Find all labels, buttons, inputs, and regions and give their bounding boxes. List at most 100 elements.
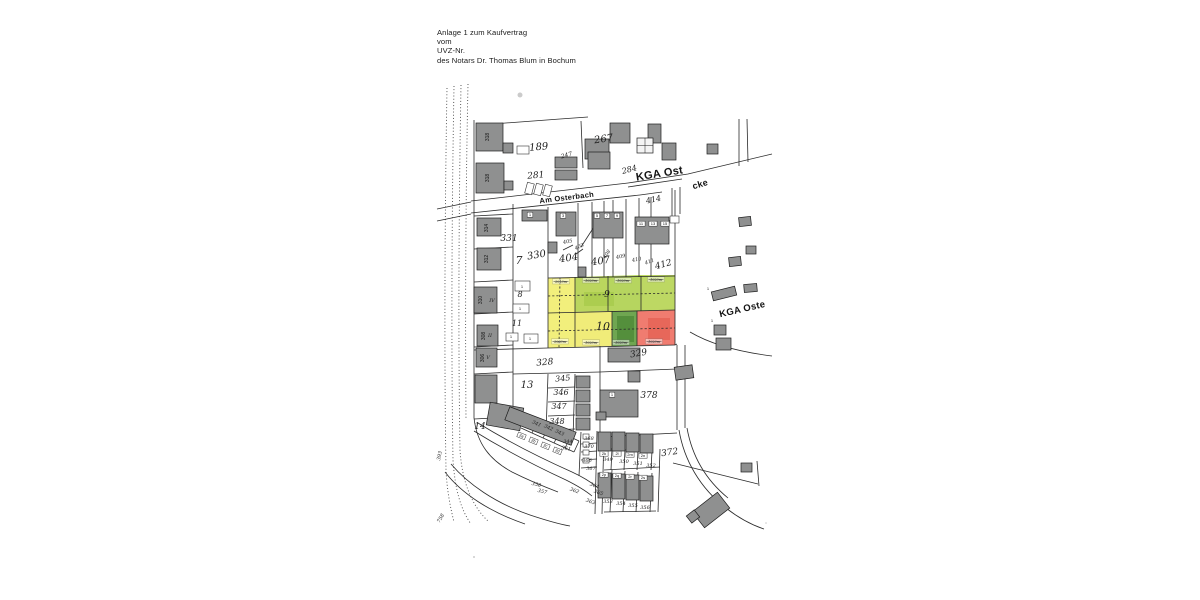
parcel-boundary	[547, 309, 676, 314]
building	[728, 256, 742, 267]
building	[475, 347, 498, 368]
parcel-label: 1	[519, 306, 522, 311]
building	[706, 143, 719, 155]
parcel-label: 407	[589, 255, 611, 269]
parcel-boundary	[572, 373, 576, 439]
outbuilding	[514, 280, 531, 292]
parcel-label: 409	[615, 253, 627, 261]
parcel-boundary	[623, 448, 626, 471]
house-number-label: 15	[663, 221, 668, 226]
parcel-label: 410	[631, 256, 643, 264]
parcel-label: 341	[531, 419, 542, 428]
area-label-box	[645, 338, 663, 345]
building	[575, 403, 591, 417]
parcel-label: 414	[644, 194, 662, 206]
header-line-4: des Notars Dr. Thomas Blum in Bochum	[437, 55, 576, 65]
outbuilding	[533, 182, 544, 197]
building	[473, 286, 498, 314]
boundary-path	[627, 178, 683, 188]
building	[710, 285, 738, 302]
parcel-boundary	[657, 448, 661, 513]
parcel-boundary	[547, 414, 576, 417]
parcel-boundary	[580, 120, 584, 169]
parcel-boundary	[470, 194, 641, 214]
scan-smudge	[473, 556, 475, 558]
house-number-box	[636, 220, 646, 227]
area-label-box	[582, 277, 600, 284]
house-number-box	[625, 451, 635, 458]
parcel-label: 405	[562, 238, 573, 246]
outbuilding	[582, 457, 590, 464]
area-label-box	[612, 339, 630, 346]
parcel-label: 393	[436, 450, 444, 461]
outbuilding	[582, 441, 590, 448]
building	[607, 347, 641, 363]
building	[609, 122, 631, 144]
parcel-label: 356	[640, 505, 650, 511]
area-label-box	[582, 339, 600, 346]
parcel-label: 314	[484, 224, 490, 233]
road-edge-dotted	[451, 85, 472, 525]
parcel-boundary	[674, 343, 678, 346]
house-number-label: 2d	[555, 447, 561, 453]
house-number-box	[540, 441, 551, 450]
parcel-label: 8	[517, 290, 522, 299]
parcel-label: 363	[585, 498, 596, 507]
area-label-struck: 1920m	[585, 279, 597, 283]
house-number-label: 1	[611, 392, 614, 397]
parcel-label: 1	[711, 318, 714, 323]
parcel-boundary	[575, 248, 584, 255]
area-label-struck: 1920m	[585, 341, 597, 345]
building	[475, 162, 505, 194]
building	[639, 433, 654, 454]
building	[575, 417, 591, 431]
parcel-label: 318	[485, 174, 491, 183]
parcel-boundary	[746, 118, 749, 163]
building	[476, 217, 502, 237]
house-number-label: 2c	[543, 442, 549, 448]
scan-smudge	[765, 522, 767, 524]
parcel-boundary	[547, 400, 576, 403]
building	[474, 374, 498, 404]
parcel-label: 345	[555, 373, 571, 383]
parcel-boundary	[639, 191, 663, 196]
parcel-label: 346	[553, 388, 568, 397]
highlight-cell	[641, 275, 675, 311]
header-line-1: Anlage 1 zum Kaufvertrag	[437, 28, 528, 37]
house-number-box	[612, 450, 622, 457]
parcel-boundary	[473, 279, 514, 283]
area-label-struck: 1920m	[650, 278, 662, 282]
building	[504, 406, 577, 446]
parcel-label: 344	[563, 439, 573, 445]
parcel-label: 7	[516, 254, 523, 267]
parcel-label: 1	[510, 334, 513, 339]
highlight-cell	[575, 311, 612, 347]
building	[740, 462, 753, 473]
header-line-3: UVZ-Nr.	[437, 46, 466, 56]
parcel-boundary	[547, 275, 676, 279]
building	[685, 509, 701, 524]
house-number-label: 2n	[641, 453, 645, 458]
parcel-label: 412	[653, 258, 673, 272]
house-number-label: 3	[562, 213, 565, 218]
document-header: Anlage 1 zum Kaufvertrag vom UVZ-Nr. des…	[437, 28, 576, 65]
house-number-label: 13	[651, 221, 656, 226]
house-number-box	[608, 391, 616, 398]
outbuilding	[582, 433, 590, 440]
parcel-boundary	[650, 450, 653, 471]
outbuilding	[669, 215, 680, 224]
house-number-box	[599, 471, 609, 478]
parcel-label: 353	[603, 499, 613, 505]
area-label-box	[647, 276, 665, 283]
house-number-box	[625, 473, 635, 480]
parcel-boundary	[436, 201, 472, 210]
building	[575, 375, 591, 389]
parcel-label: 1	[521, 284, 524, 289]
parcel-label: 308	[481, 332, 487, 341]
house-number-label: 2p	[602, 472, 607, 477]
house-number-box	[526, 211, 534, 218]
parcel-label: 306	[480, 354, 486, 363]
parcel-label: 267	[592, 133, 614, 147]
building	[476, 247, 502, 271]
